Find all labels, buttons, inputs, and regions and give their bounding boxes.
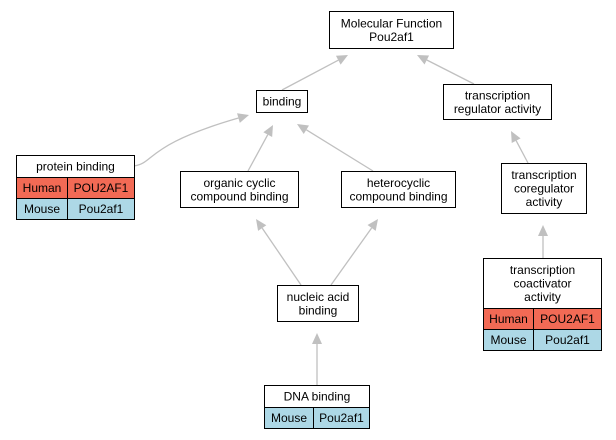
arrowhead [511,131,521,144]
edge-nucleic-acid-binding-to-heterocyclic-compound-binding [330,219,378,286]
node-box [483,258,602,309]
edge-dna-binding-to-nucleic-acid-binding [312,333,322,385]
arrowhead [538,225,548,236]
edge-organic-cyclic-compound-binding-to-binding [247,125,273,172]
node-label: regulator activity [454,102,541,116]
edge-line [281,59,339,91]
ortholog-row-mouse: Mouse Pou2af1 [483,329,602,351]
edge-nucleic-acid-binding-to-organic-cyclic-compound-binding [256,219,302,286]
node-label: protein binding [36,160,115,174]
edge-line [330,227,373,286]
node-binding[interactable]: binding [256,90,308,113]
arrowhead [312,333,322,344]
node-label: transcription [465,88,530,102]
node-label: coactivator [513,277,571,291]
edge-transcription-coregulator-activity-to-transcription-regulator-activity [511,131,529,164]
node-box [501,163,587,214]
node-box [341,171,456,208]
node-box [180,171,299,208]
edge-transcription-regulator-activity-to-root [417,55,475,85]
edge-line [133,117,239,167]
edge-heterocyclic-compound-binding-to-binding [297,124,374,172]
gene-label: POU2AF1 [540,312,595,326]
species-label: Mouse [24,202,60,216]
node-label: binding [263,95,302,109]
edge-protein-binding-to-binding [133,113,249,167]
node-label: nucleic acid [287,290,350,304]
node-label: DNA binding [284,390,351,404]
gene-label: Pou2af1 [319,411,364,425]
edge-line [247,134,269,172]
node-label: binding [299,303,338,317]
edge-binding-to-root [281,55,348,91]
species-label: Mouse [271,411,307,425]
node-box [256,90,308,113]
node-label: transcription [510,263,575,277]
ortholog-row-mouse: Mouse Pou2af1 [16,198,135,220]
node-box [329,11,454,49]
ortholog-row-human: Human POU2AF1 [483,308,602,330]
edge-line [306,129,374,172]
edge-transcription-coactivator-activity-to-transcription-coregulator-activity [538,225,548,258]
node-label: Pou2af1 [369,30,414,44]
gene-cell [313,407,370,429]
node-box [443,84,552,120]
gene-label: Pou2af1 [545,333,590,347]
species-label: Mouse [490,333,526,347]
gene-cell [533,329,602,351]
arrowhead [263,125,273,138]
edge-line [426,59,475,85]
arrowhead [256,219,267,231]
gene-cell [67,198,135,220]
ortholog-row-human: Human POU2AF1 [16,177,135,199]
node-label: heterocyclic [367,176,430,190]
node-box [277,285,359,322]
node-label: activity [524,290,561,304]
species-label: Human [489,312,528,326]
node-label: Molecular Function [341,16,442,30]
gene-label: Pou2af1 [79,202,124,216]
node-label: activity [526,195,563,209]
edge-line [261,227,302,286]
species-label: Human [23,181,62,195]
node-label: compound binding [349,189,447,203]
node-label: compound binding [190,189,288,203]
arrowhead [417,55,430,65]
arrowhead [335,55,348,65]
arrowhead [297,124,309,135]
edge-line [515,140,529,164]
node-label: coregulator [514,182,574,196]
gene-label: POU2AF1 [74,181,129,195]
arrowhead [367,219,378,231]
ortholog-row-mouse: Mouse Pou2af1 [264,407,370,429]
arrowhead [237,113,249,123]
edge-layer [133,55,548,385]
node-label: organic cyclic [203,176,275,190]
node-label: transcription [511,168,576,182]
